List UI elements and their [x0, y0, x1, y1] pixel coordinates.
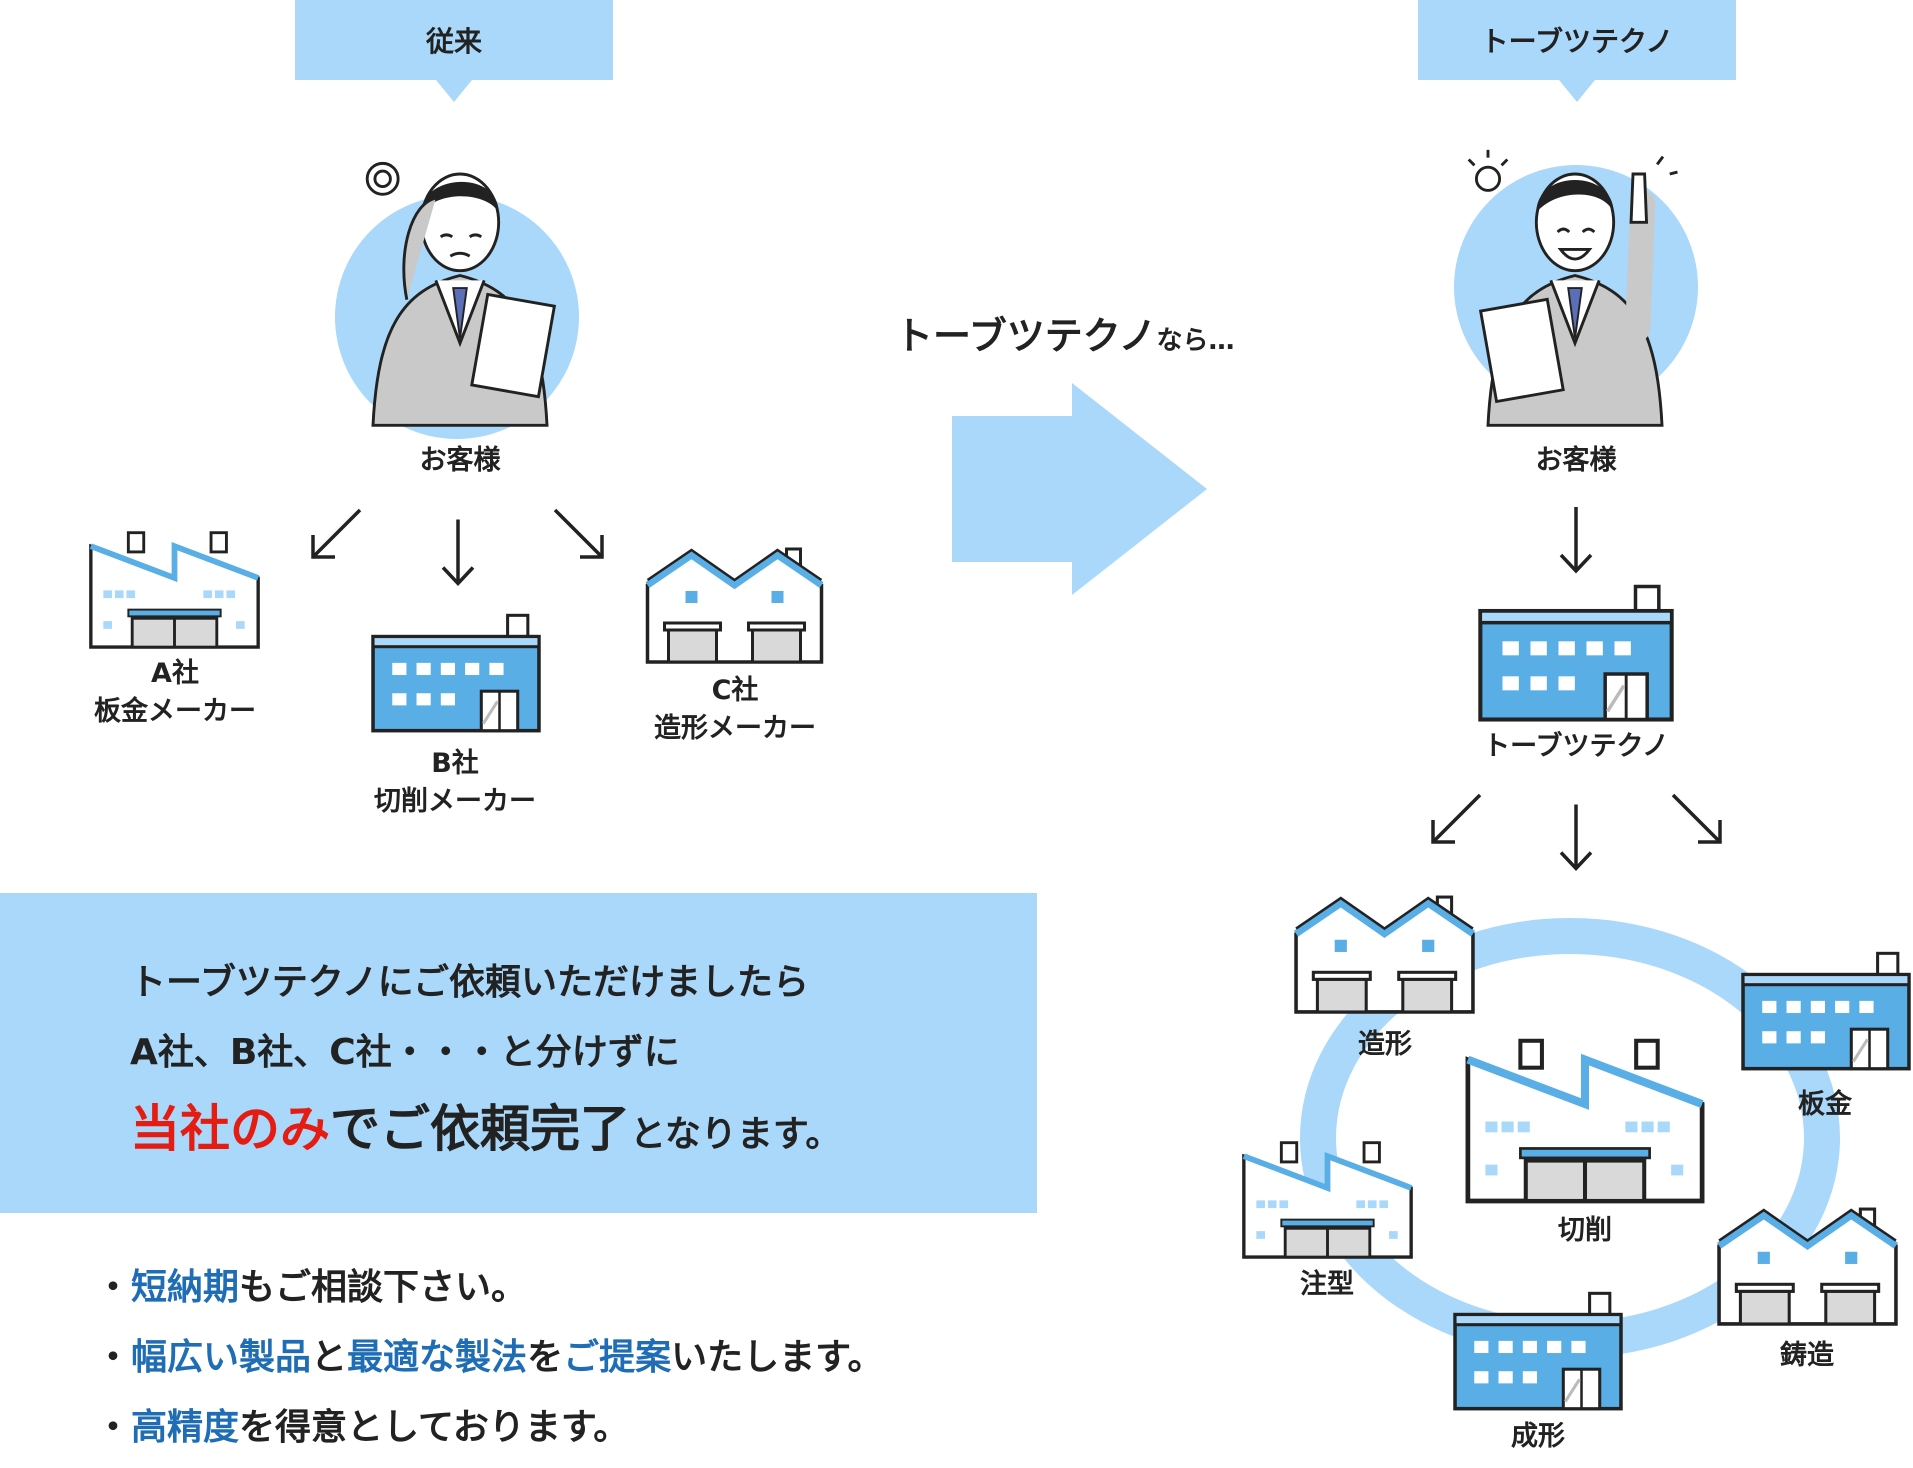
message-end: となります。 [630, 1114, 842, 1155]
factory-icon [1476, 583, 1676, 723]
happy-customer-illustration [1450, 145, 1700, 435]
process-zokei: 造形 [1358, 1029, 1412, 1060]
company-b-name: B社 [431, 748, 479, 779]
bullet-text: ・ [95, 1337, 132, 1378]
bullet-text: もご相談下さい。 [239, 1267, 528, 1308]
message-box: トーブツテクノにご依頼いただけましたら A社、B社、C社・・・と分けずに 当社の… [0, 893, 1037, 1213]
big-arrow-icon [952, 383, 1207, 595]
message-main: でご依頼完了 [330, 1100, 630, 1158]
lead-main: トーブツテクノ [895, 314, 1157, 358]
factory-icon [642, 545, 827, 665]
process-chuzo: 鋳造 [1780, 1340, 1834, 1371]
bullet-highlight: 最適な製法 [347, 1337, 528, 1378]
bullet-text: ・ [95, 1267, 132, 1308]
factory-icon [82, 525, 267, 650]
lead-text: トーブツテクノなら… [895, 305, 1234, 360]
company-a-label: A社 板金メーカー [55, 655, 295, 731]
factory-icon [1293, 893, 1476, 1015]
bullet-text: ・ [95, 1407, 132, 1448]
bullet-highlight: 幅広い製品 [131, 1337, 312, 1378]
arrow-icon [553, 508, 604, 559]
worried-businessman-icon [335, 145, 585, 435]
factory-icon [1460, 1030, 1710, 1205]
bullet-highlight: ご提案 [563, 1337, 672, 1378]
left-customer-label: お客様 [419, 445, 501, 476]
bullet-text: と [311, 1337, 348, 1378]
company-b-label: B社 切削メーカー [335, 745, 575, 821]
bullet-text: いたします。 [671, 1337, 884, 1378]
process-chukei: 注型 [1300, 1269, 1354, 1300]
arrow-icon [438, 505, 478, 600]
arrow-icon [1671, 793, 1722, 844]
process-seikei: 成形 [1511, 1421, 1565, 1452]
bullet-list: ・短納期もご相談下さい。 ・幅広い製品と最適な製法をご提案いたします。 ・高精度… [95, 1258, 884, 1468]
lead-small: なら… [1156, 326, 1235, 356]
factory-icon [1740, 950, 1912, 1072]
bullet-text: を得意としております。 [239, 1407, 630, 1448]
message-highlight: 当社のみ [130, 1100, 330, 1158]
factory-icon [1452, 1290, 1624, 1412]
bullet-highlight: 短納期 [131, 1267, 240, 1308]
bullet-item: ・短納期もご相談下さい。 [95, 1258, 884, 1328]
company-c-name: C社 [711, 675, 759, 706]
tab-tobutsu-label: トーブツテクノ [1480, 25, 1674, 58]
tab-tobutsu: トーブツテクノ [1418, 0, 1736, 102]
bullet-text: を [527, 1337, 564, 1378]
company-a-role: 板金メーカー [94, 695, 256, 727]
message-line-2: A社、B社、C社・・・と分けずに [130, 1032, 680, 1073]
right-company-label: トーブツテクノ [1483, 731, 1669, 762]
factory-icon [370, 612, 542, 734]
happy-businessman-icon [1450, 145, 1700, 435]
company-c-role: 造形メーカー [654, 712, 816, 744]
message-line-3: 当社のみでご依頼完了となります。 [130, 1089, 841, 1161]
tab-traditional-label: 従来 [425, 25, 482, 58]
arrow-icon [1556, 505, 1596, 575]
right-customer-label: お客様 [1535, 445, 1617, 476]
company-a-name: A社 [151, 658, 199, 689]
arrow-icon [1556, 790, 1596, 885]
process-sessaku: 切削 [1558, 1215, 1612, 1246]
arrow-icon [311, 508, 362, 559]
process-bankin: 板金 [1798, 1089, 1852, 1120]
worried-customer-illustration [335, 145, 585, 439]
factory-icon [1716, 1205, 1899, 1327]
tab-traditional: 従来 [295, 0, 613, 102]
bullet-item: ・幅広い製品と最適な製法をご提案いたします。 [95, 1328, 884, 1398]
bullet-highlight: 高精度 [131, 1407, 240, 1448]
arrow-icon [1431, 793, 1482, 844]
bullet-item: ・高精度を得意としております。 [95, 1398, 884, 1468]
company-c-label: C社 造形メーカー [615, 672, 855, 748]
factory-icon [1240, 1135, 1415, 1260]
company-b-role: 切削メーカー [374, 785, 536, 817]
message-line-1: トーブツテクノにご依頼いただけましたら [130, 962, 809, 1003]
